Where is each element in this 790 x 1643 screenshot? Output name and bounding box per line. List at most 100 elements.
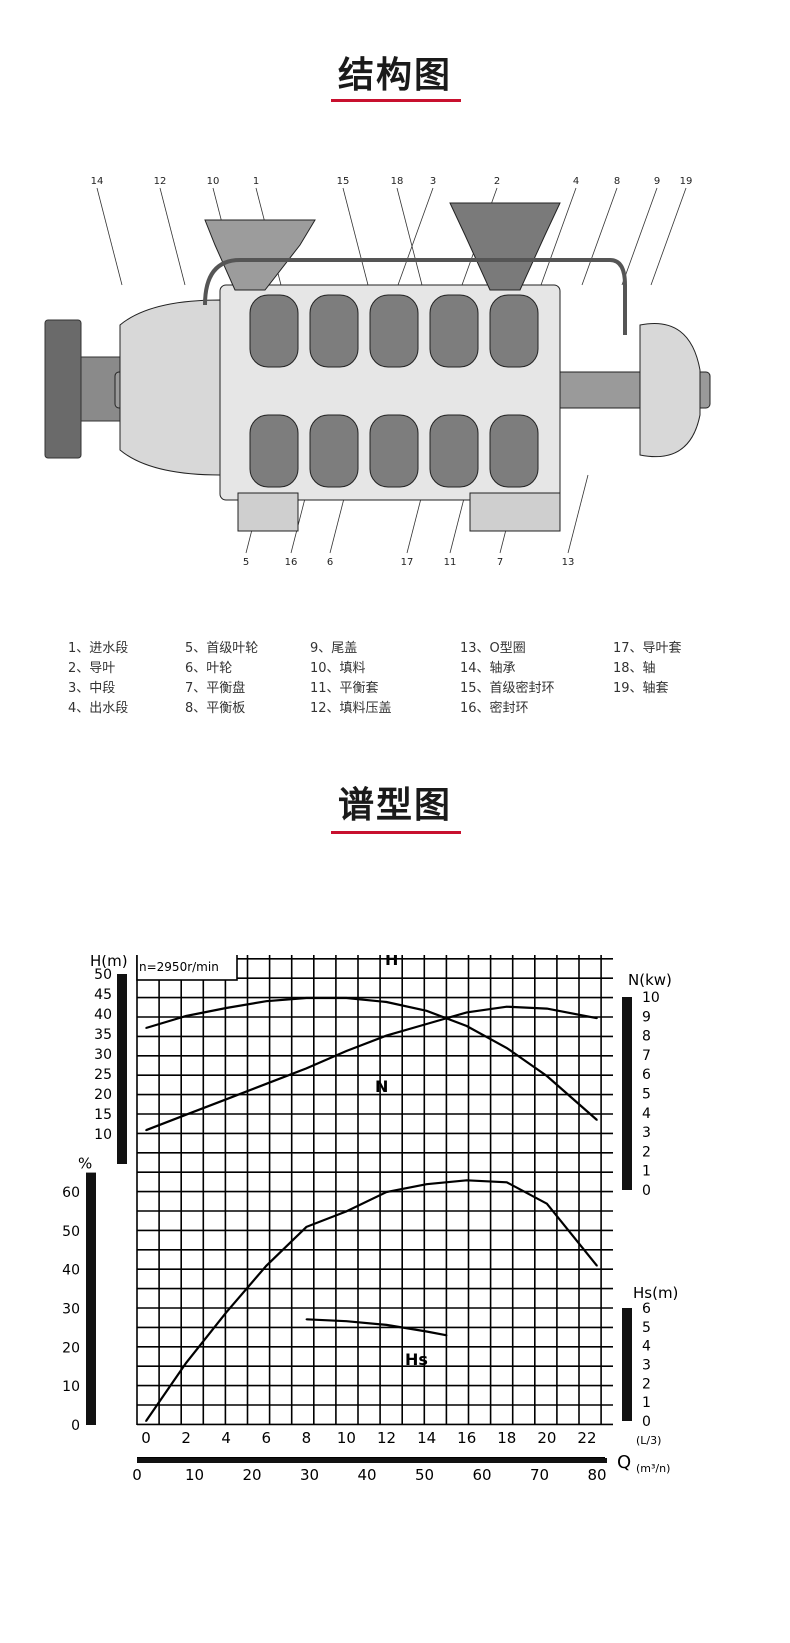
q-tick-label: 2 xyxy=(181,1429,191,1447)
curve-point xyxy=(546,1202,548,1205)
hs-tick-label: 5 xyxy=(642,1320,651,1336)
curve-point xyxy=(425,1183,428,1186)
pump-performance-chart: 4GC-8n=2950r/minH(m)101520253035404550%0… xyxy=(62,955,678,1484)
impeller-lower xyxy=(489,414,539,488)
n-scale-bar xyxy=(622,997,632,1190)
callout-label: 7 xyxy=(497,557,503,568)
legend-item: 8、平衡板 xyxy=(185,701,246,716)
curve-n xyxy=(145,1005,598,1132)
curve-title-underline xyxy=(331,831,461,834)
x-axis-bar xyxy=(137,1458,607,1463)
q2-tick-label: 30 xyxy=(300,1466,319,1484)
curve-h xyxy=(145,996,598,1121)
eta-tick-label: 60 xyxy=(62,1185,80,1201)
callout-label: 4 xyxy=(573,176,579,187)
impeller-stages xyxy=(249,294,539,488)
coupling-hub xyxy=(80,356,122,422)
impeller-upper xyxy=(429,294,479,368)
pump-foot-left xyxy=(237,492,299,532)
h-tick-label: 30 xyxy=(94,1047,112,1063)
eta-tick-label: 0 xyxy=(71,1418,80,1434)
curve-point xyxy=(185,1113,187,1116)
hs-scale-bar xyxy=(622,1308,632,1421)
curve-point xyxy=(465,1011,468,1014)
legend-item: 14、轴承 xyxy=(460,661,516,676)
n-tick-label: 1 xyxy=(642,1164,651,1180)
legend-item: 5、首级叶轮 xyxy=(185,641,259,656)
q2-tick-label: 60 xyxy=(472,1466,491,1484)
callout-leader xyxy=(540,187,577,286)
eta-tick-label: 50 xyxy=(62,1224,80,1240)
h-tick-label: 15 xyxy=(94,1107,112,1123)
curve-point xyxy=(596,1264,598,1267)
q2-tick-label: 20 xyxy=(242,1466,261,1484)
legend-item: 19、轴套 xyxy=(613,681,669,696)
impeller-lower xyxy=(249,414,299,488)
curve-point xyxy=(385,1034,388,1037)
n-tick-label: 6 xyxy=(642,1067,651,1083)
curve-point xyxy=(145,1420,147,1422)
curve-point xyxy=(546,1007,548,1010)
curve-point xyxy=(596,1119,598,1121)
curve-point xyxy=(265,1083,268,1085)
hs-tick-label: 1 xyxy=(642,1395,651,1411)
legend-item: 16、密封环 xyxy=(460,701,529,716)
curve-point xyxy=(305,1067,308,1070)
callout-label: 9 xyxy=(654,176,660,187)
impeller-lower xyxy=(309,414,359,488)
suction-nozzle xyxy=(204,219,316,291)
legend-item: 13、O型圈 xyxy=(460,641,526,656)
callout-label: 5 xyxy=(243,557,249,568)
series-label: H xyxy=(385,955,398,969)
legend-item: 1、进水段 xyxy=(68,641,129,656)
pump-foot-right xyxy=(469,492,561,532)
coupling-disc xyxy=(44,319,82,459)
callout-label: 2 xyxy=(494,176,500,187)
n-axis-label: N(kw) xyxy=(628,971,672,989)
q2-tick-label: 10 xyxy=(185,1466,204,1484)
curve-point xyxy=(425,1023,428,1025)
q2-tick-label: 40 xyxy=(357,1466,376,1484)
speed-label: n=2950r/min xyxy=(139,960,219,974)
curve-point xyxy=(145,1027,147,1029)
hs-tick-label: 4 xyxy=(642,1339,651,1355)
legend-item: 6、叶轮 xyxy=(185,661,233,676)
n-tick-label: 5 xyxy=(642,1087,651,1103)
callout-leader xyxy=(342,187,369,286)
legend-item: 11、平衡套 xyxy=(310,681,379,696)
curve-point xyxy=(185,1362,187,1364)
callout-label: 12 xyxy=(154,176,167,187)
callout-label: 17 xyxy=(401,557,414,568)
h-tick-label: 35 xyxy=(94,1027,112,1043)
h-tick-label: 45 xyxy=(94,987,112,1003)
curve-point xyxy=(345,1320,348,1322)
curve-point xyxy=(305,1318,308,1321)
legend-item: 10、填料 xyxy=(310,661,366,676)
impeller-lower xyxy=(429,414,479,488)
h-tick-label: 50 xyxy=(94,967,112,983)
n-tick-label: 4 xyxy=(642,1106,651,1122)
curve-point xyxy=(265,1264,268,1267)
curve-point xyxy=(305,1226,308,1228)
callout-label: 16 xyxy=(285,557,298,568)
impeller-upper xyxy=(249,294,299,368)
hs-tick-label: 0 xyxy=(642,1414,651,1430)
legend-item: 7、平衡盘 xyxy=(185,681,246,696)
q-tick-label: 16 xyxy=(457,1429,476,1447)
q2-tick-label: 50 xyxy=(415,1466,434,1484)
n-tick-label: 10 xyxy=(642,990,660,1006)
legend-item: 4、出水段 xyxy=(68,701,129,716)
legend-item: 9、尾盖 xyxy=(310,641,358,656)
curve-point xyxy=(596,1017,598,1020)
q-tick-label: 8 xyxy=(302,1429,312,1447)
curve-point xyxy=(506,1047,508,1049)
q-tick-label: 6 xyxy=(261,1429,271,1447)
right-bearing-housing xyxy=(639,323,701,458)
eta-scale-bar xyxy=(86,1172,96,1425)
callout-leader xyxy=(621,187,658,286)
curve-point xyxy=(345,997,348,999)
legend-item: 15、首级密封环 xyxy=(460,681,555,696)
h-axis-label: H(m) xyxy=(90,955,128,970)
